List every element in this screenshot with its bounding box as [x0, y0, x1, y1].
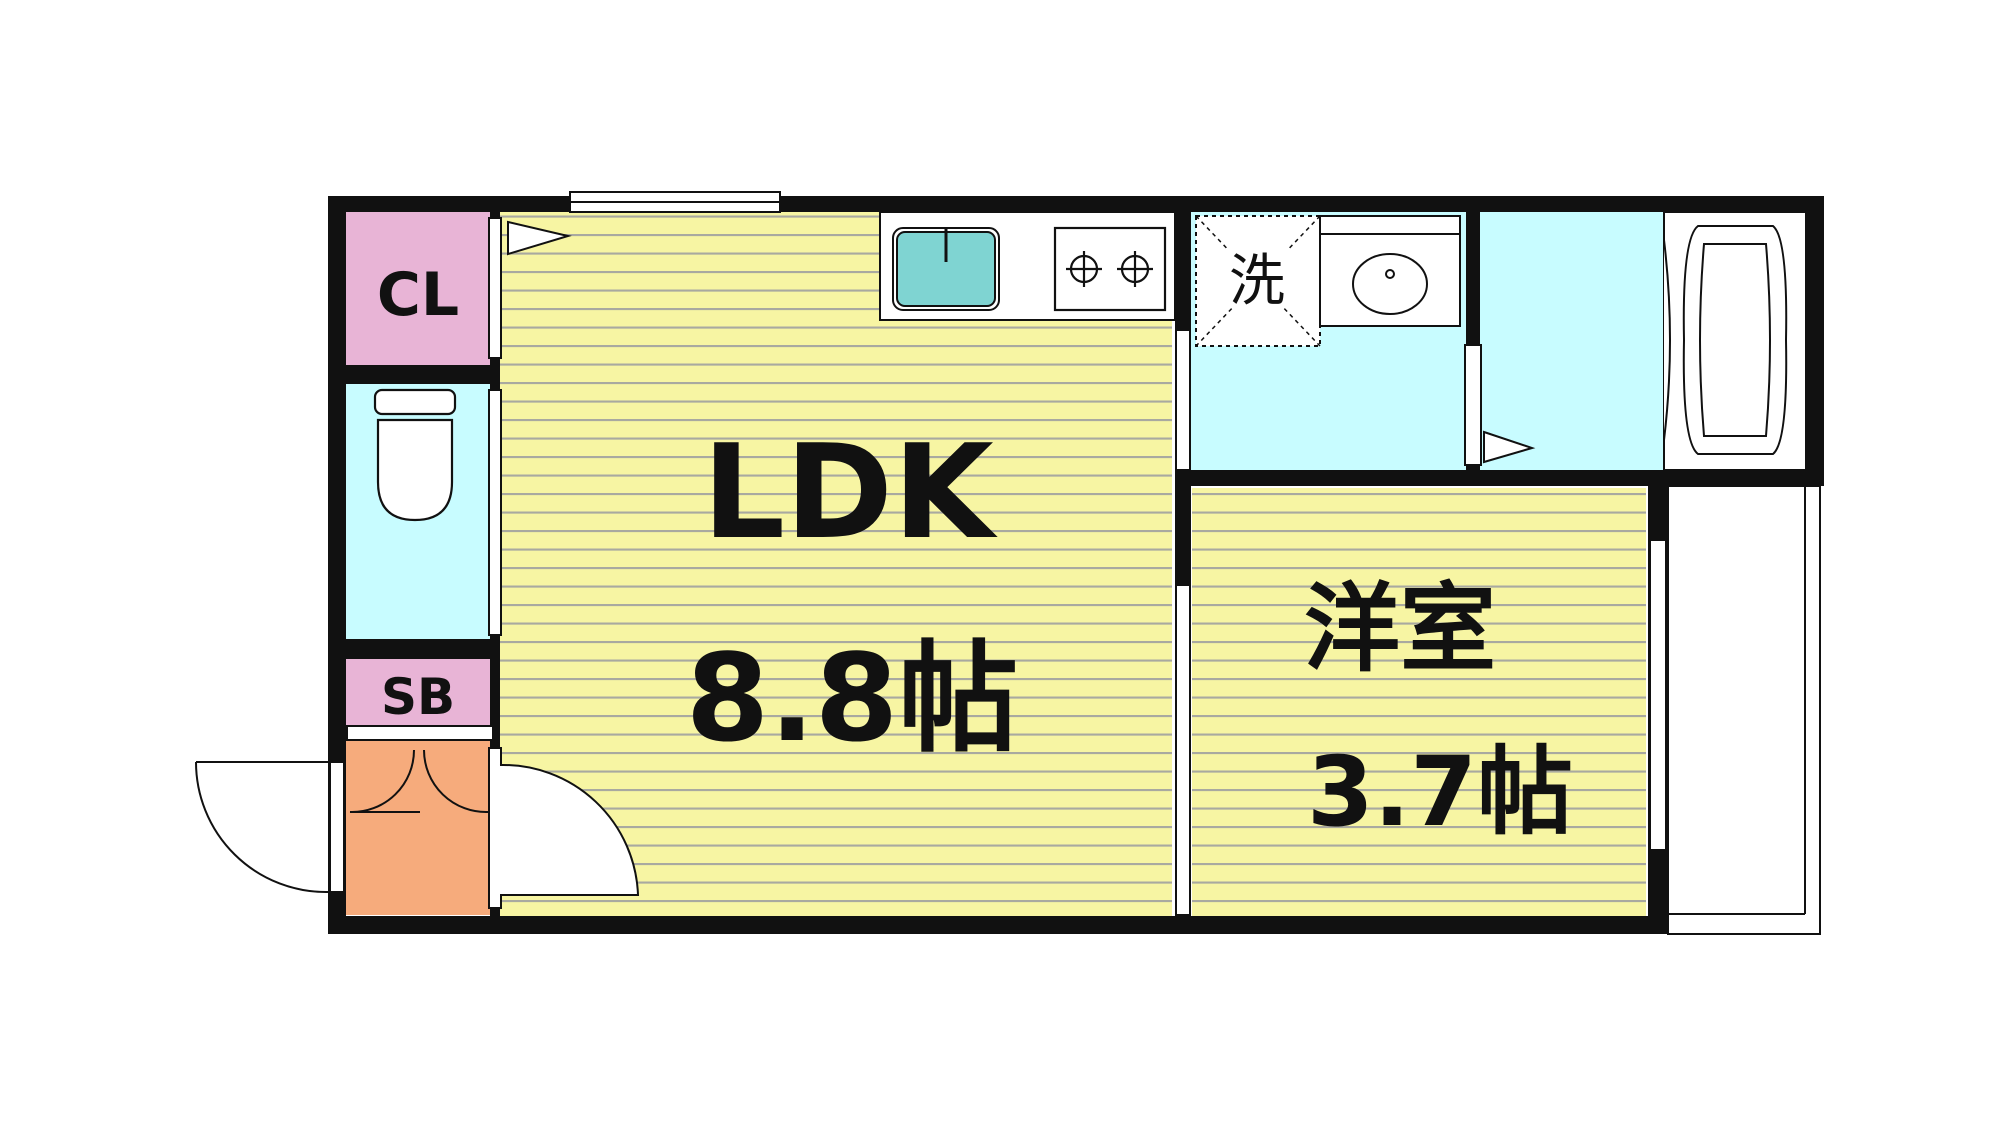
wall-openings	[488, 217, 1667, 916]
shoebox-doors	[346, 725, 494, 814]
closet-label: CL	[377, 260, 459, 330]
shoebox-floor	[345, 659, 495, 725]
ldk-name-label: LDK	[702, 416, 998, 568]
washbasin-icon	[1319, 215, 1461, 327]
washer-label: 洗	[1229, 249, 1285, 314]
kitchen-counter	[879, 211, 1176, 321]
bathtub-icon	[1663, 211, 1807, 471]
toilet-icon	[373, 388, 457, 522]
closet-floor	[345, 210, 495, 365]
western-name-label: 洋室	[1304, 573, 1496, 685]
washer-space: 洗	[1195, 215, 1321, 347]
door-swing-icon	[195, 220, 1536, 896]
entrance-floor	[345, 740, 495, 915]
ldk-floor	[500, 211, 1172, 917]
western-floor	[1192, 488, 1646, 918]
western-size-label: 3.7帖	[1307, 736, 1573, 848]
balcony	[1667, 485, 1821, 935]
ldk-size-label: 8.8帖	[686, 630, 1019, 769]
top-window	[569, 191, 781, 213]
shoebox-label: SB	[381, 668, 455, 726]
stove-icon	[1053, 226, 1167, 312]
